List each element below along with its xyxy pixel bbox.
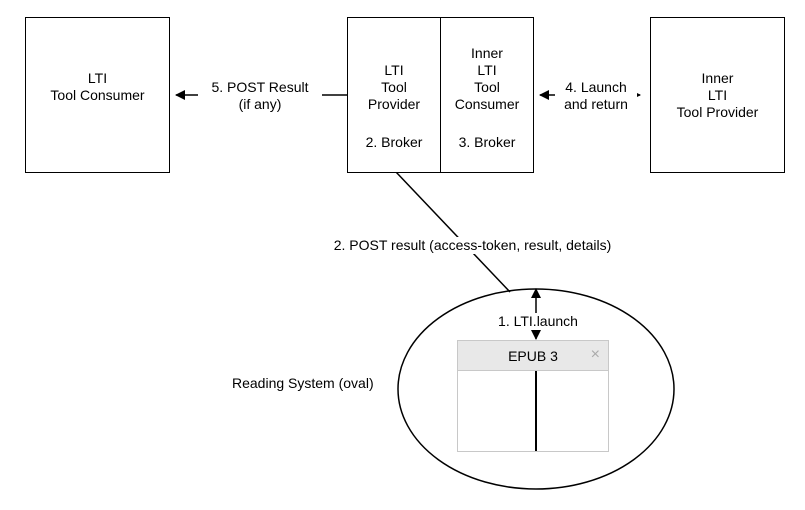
inner-consumer-line-3: Tool <box>474 79 500 95</box>
consumer-line-2: Tool Consumer <box>50 87 145 103</box>
close-icon[interactable]: × <box>590 346 600 363</box>
epub-window-titlebar: EPUB 3 × <box>458 341 608 371</box>
epub-window-title: EPUB 3 <box>508 348 558 364</box>
launch-return-line-1: 4. Launch <box>565 79 627 95</box>
epub-window-divider <box>535 371 537 451</box>
provider-broker-label: 2. Broker <box>365 134 423 150</box>
inner-consumer-broker-label: 3. Broker <box>458 134 516 150</box>
inner-provider-line-1: Inner <box>701 70 734 86</box>
inner-consumer-line-1: Inner <box>471 45 503 61</box>
reading-system-label: Reading System (oval) <box>232 375 374 391</box>
inner-tool-consumer-label: Inner LTI Tool Consumer <box>440 45 534 113</box>
provider-line-3: Provider <box>367 96 421 112</box>
inner-consumer-line-2: LTI <box>477 62 497 78</box>
consumer-line-1: LTI <box>87 70 108 86</box>
post-details-line <box>395 171 511 293</box>
lti-tool-provider-label: LTI Tool Provider <box>347 62 441 113</box>
provider-line-1: LTI <box>384 62 404 78</box>
post-result-line-1: 5. POST Result <box>211 79 309 95</box>
inner-provider-line-3: Tool Provider <box>676 104 759 120</box>
launch-return-line-2: and return <box>564 96 628 112</box>
inner-tool-consumer-box <box>440 17 534 173</box>
inner-consumer-line-4: Consumer <box>454 96 520 112</box>
launch-return-label: 4. Launch and return <box>555 79 637 113</box>
post-result-line-2: (if any) <box>238 96 282 112</box>
inner-provider-line-2: LTI <box>707 87 728 103</box>
post-details-label: 2. POST result (access-token, result, de… <box>308 237 637 254</box>
post-result-label: 5. POST Result (if any) <box>198 79 322 113</box>
inner-tool-provider-box <box>650 17 785 173</box>
lti-tool-consumer-label: LTI Tool Consumer <box>25 70 170 104</box>
lti-tool-consumer-box <box>25 17 170 173</box>
provider-line-2: Tool <box>381 79 407 95</box>
lti-launch-label: 1. LTI.launch <box>486 313 590 330</box>
lti-tool-provider-box <box>347 17 441 173</box>
inner-tool-provider-label: Inner LTI Tool Provider <box>650 70 785 121</box>
